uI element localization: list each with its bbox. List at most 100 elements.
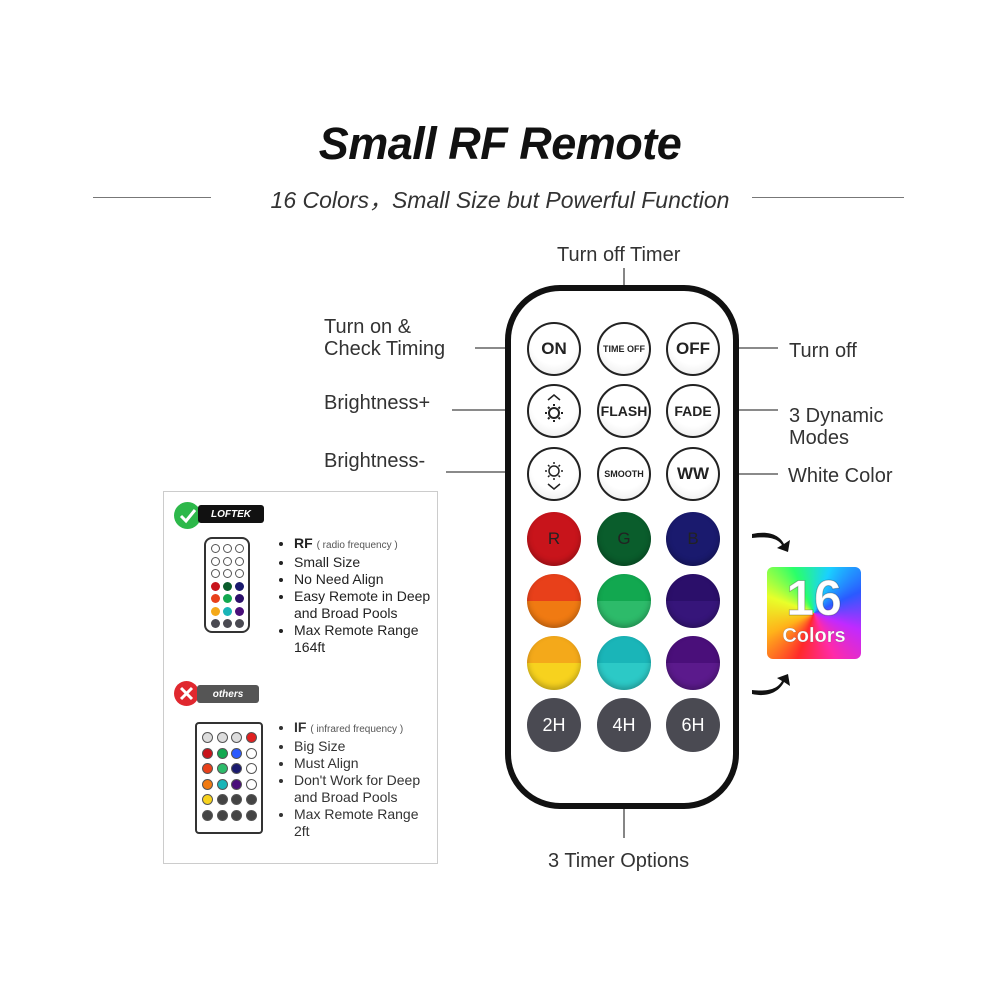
- mini-button: [235, 556, 244, 566]
- mini-button: [223, 556, 232, 566]
- label-brightness-minus: Brightness-: [324, 450, 426, 472]
- page-title: Small RF Remote: [318, 118, 682, 169]
- mini-button: [211, 619, 220, 628]
- mini-button: [202, 763, 213, 774]
- mini-button: [211, 556, 220, 566]
- time-off-button[interactable]: TIME OFF: [597, 322, 651, 376]
- 16-colors-badge: 16 Colors: [767, 567, 861, 659]
- mini-button: [216, 763, 228, 774]
- mini-button: [235, 619, 244, 628]
- mini-button: [245, 747, 257, 759]
- divider-left: [93, 197, 211, 198]
- purple-button[interactable]: [666, 636, 720, 690]
- rf-remote: ON TIME OFF OFF FLASH FADE: [505, 285, 739, 809]
- ir-features: IF ( infrared frequency ) Big Size Must …: [278, 719, 436, 840]
- cyan-button[interactable]: [597, 636, 651, 690]
- mini-button: [223, 544, 232, 553]
- ir-note: ( infrared frequency ): [310, 724, 404, 735]
- rf-feature: Small Size: [294, 554, 436, 571]
- label-turn-on-2: Check Timing: [324, 338, 446, 360]
- ir-feature: Big Size: [294, 738, 436, 755]
- mini-button: [216, 809, 228, 821]
- ir-feature: Don't Work for Deep and Broad Pools: [294, 772, 436, 806]
- label-brightness-plus: Brightness+: [324, 392, 431, 414]
- orange-button[interactable]: [527, 574, 581, 628]
- mini-button: [223, 619, 232, 628]
- mini-button: [231, 778, 242, 790]
- mini-button: [245, 763, 257, 774]
- light-green-button[interactable]: [597, 574, 651, 628]
- mini-button: [231, 732, 242, 743]
- loftek-tag: LOFTEK: [198, 505, 264, 523]
- rf-feature: Max Remote Range 164ft: [294, 622, 436, 656]
- mini-button: [202, 778, 213, 790]
- ir-remote-thumbnail: [195, 722, 263, 834]
- ir-feature: Max Remote Range 2ft: [294, 806, 436, 840]
- mini-button: [211, 581, 220, 591]
- mini-button: [235, 569, 244, 578]
- mini-button: [216, 732, 228, 743]
- mini-button: [235, 606, 244, 616]
- mini-button: [235, 594, 244, 603]
- off-button[interactable]: OFF: [666, 322, 720, 376]
- brightness-down-button[interactable]: [527, 447, 581, 501]
- comparison-panel: LOFTEK RF ( radio frequency ) Small Size…: [163, 491, 438, 864]
- brightness-up-icon: [545, 394, 563, 422]
- label-turn-on-1: Turn on &: [324, 316, 412, 338]
- rf-feature: No Need Align: [294, 571, 436, 588]
- badge-number: 16: [786, 570, 843, 626]
- check-icon: [174, 502, 201, 529]
- mini-button: [231, 747, 242, 759]
- mini-button: [211, 544, 220, 553]
- arrow-down-icon: [752, 674, 790, 696]
- mini-button: [223, 594, 232, 603]
- flash-button[interactable]: FLASH: [597, 384, 651, 438]
- mini-button: [223, 606, 232, 616]
- mini-button: [231, 794, 242, 805]
- yellow-button[interactable]: [527, 636, 581, 690]
- timer-4h-button[interactable]: 4H: [597, 698, 651, 752]
- brightness-up-button[interactable]: [527, 384, 581, 438]
- label-white-color: White Color: [788, 465, 893, 487]
- mini-button: [202, 747, 213, 759]
- mini-button: [245, 778, 257, 790]
- green-button[interactable]: G: [597, 512, 651, 566]
- brightness-down-icon: [545, 462, 563, 490]
- mini-button: [211, 606, 220, 616]
- mini-button: [202, 732, 213, 743]
- rf-feature: Easy Remote in Deep and Broad Pools: [294, 588, 436, 622]
- mini-button: [202, 809, 213, 821]
- blue-button[interactable]: B: [666, 512, 720, 566]
- cross-icon: [174, 681, 199, 706]
- mini-button: [245, 794, 257, 805]
- ir-feature: Must Align: [294, 755, 436, 772]
- mini-button: [235, 581, 244, 591]
- on-button[interactable]: ON: [527, 322, 581, 376]
- mini-button: [245, 809, 257, 821]
- mini-button: [202, 794, 213, 805]
- indigo-button[interactable]: [666, 574, 720, 628]
- fade-button[interactable]: FADE: [666, 384, 720, 438]
- mini-button: [216, 747, 228, 759]
- timer-2h-button[interactable]: 2H: [527, 698, 581, 752]
- mini-button: [245, 732, 257, 743]
- divider-right: [752, 197, 904, 198]
- label-turn-off: Turn off: [789, 340, 857, 362]
- red-button[interactable]: R: [527, 512, 581, 566]
- smooth-button[interactable]: SMOOTH: [597, 447, 651, 501]
- rf-remote-thumbnail: [204, 537, 250, 633]
- mini-button: [223, 581, 232, 591]
- ir-title: IF: [294, 719, 307, 735]
- mini-button: [216, 778, 228, 790]
- badge-word: Colors: [782, 625, 846, 648]
- label-dynamic-2: Modes: [789, 427, 850, 449]
- label-turn-off-timer: Turn off Timer: [557, 244, 681, 266]
- ww-button[interactable]: WW: [666, 447, 720, 501]
- page-subtitle: 16 Colors，Small Size but Powerful Functi…: [270, 187, 730, 213]
- mini-button: [211, 569, 220, 578]
- timer-6h-button[interactable]: 6H: [666, 698, 720, 752]
- mini-button: [235, 544, 244, 553]
- rf-features: RF ( radio frequency ) Small Size No Nee…: [278, 535, 436, 656]
- arrow-up-icon: [752, 532, 790, 552]
